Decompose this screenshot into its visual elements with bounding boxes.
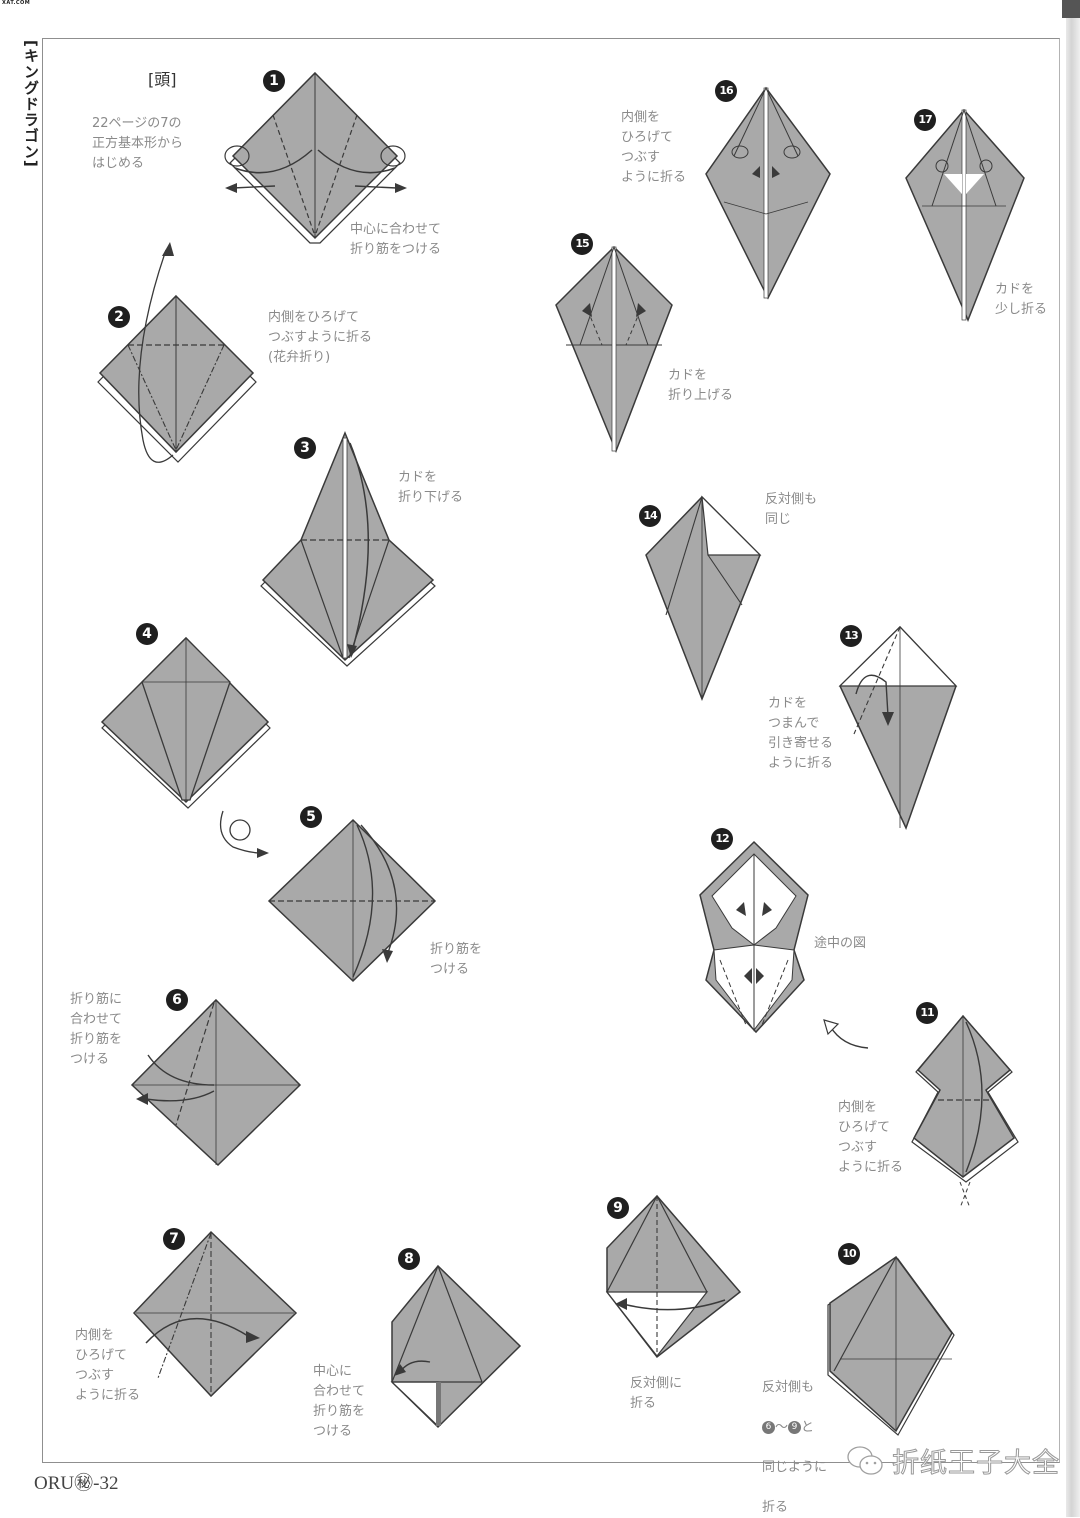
turn-over-icon bbox=[219, 810, 269, 858]
step-badge-14: 14 bbox=[639, 505, 661, 527]
step-9-note: 反対側に 折る bbox=[630, 1376, 683, 1411]
step-10-note-suffix: と bbox=[801, 1420, 815, 1435]
diagram-step-15 bbox=[555, 245, 673, 454]
diagram-step-17 bbox=[905, 108, 1025, 322]
step-10-note-line4: 折る bbox=[762, 1500, 789, 1515]
step-16-note: 内側を ひろげて つぶす ように折る bbox=[621, 110, 687, 185]
step-5-note: 折り筋を つける bbox=[430, 942, 483, 977]
step-ref-6: 6 bbox=[762, 1421, 775, 1434]
step-badge-9: 9 bbox=[607, 1197, 629, 1219]
diagram-step-9 bbox=[605, 1194, 742, 1359]
step-badge-3: 3 bbox=[294, 437, 316, 459]
step-badge-8: 8 bbox=[398, 1248, 420, 1270]
step-3-note: カドを 折り下げる bbox=[398, 470, 464, 505]
step-7-note: 内側を ひろげて つぶす ように折る bbox=[75, 1328, 141, 1403]
diagram-step-6 bbox=[130, 998, 302, 1167]
step-13-note: カドを つまんで 引き寄せる ように折る bbox=[768, 696, 834, 771]
wechat-icon bbox=[847, 1445, 883, 1475]
watermark-text: 折纸王子大全 bbox=[892, 1448, 1060, 1480]
step-17-note: カドを 少し折る bbox=[995, 282, 1048, 317]
step-badge-4: 4 bbox=[136, 623, 158, 645]
diagram-step-12 bbox=[699, 840, 809, 1034]
step-12-note: 途中の図 bbox=[814, 936, 867, 951]
step-badge-17: 17 bbox=[914, 109, 936, 131]
step-badge-1: 1 bbox=[263, 70, 285, 92]
step-badge-10: 10 bbox=[838, 1243, 860, 1265]
diagram-step-13 bbox=[838, 625, 958, 830]
diagram-step-16 bbox=[705, 86, 831, 300]
diagram-step-3 bbox=[260, 431, 436, 667]
step-badge-15: 15 bbox=[571, 233, 593, 255]
step-15-note: カドを 折り上げる bbox=[668, 368, 734, 403]
corner-mark: XAT.COM bbox=[2, 0, 31, 6]
vertical-title: [キングドラゴン] bbox=[22, 40, 40, 168]
section-title: [頭] bbox=[148, 70, 177, 89]
page-footer: ORU㊙-32 bbox=[34, 1473, 119, 1494]
diagram-step-14 bbox=[645, 495, 762, 702]
step-10-note-line3: 同じように bbox=[762, 1460, 828, 1475]
step-8-note: 中心に 合わせて 折り筋を つける bbox=[313, 1364, 366, 1439]
step-badge-2: 2 bbox=[108, 306, 130, 328]
diagram-step-8 bbox=[390, 1264, 522, 1429]
diagram-step-5 bbox=[267, 818, 437, 983]
step-14-note: 反対側も 同じ bbox=[765, 492, 818, 527]
step-badge-7: 7 bbox=[163, 1228, 185, 1250]
step-badge-6: 6 bbox=[166, 989, 188, 1011]
diagram-step-7 bbox=[132, 1230, 298, 1398]
diagram-step-1 bbox=[224, 71, 407, 244]
diagram-step-11 bbox=[911, 1014, 1019, 1209]
step-ref-separator: 〜 bbox=[775, 1420, 789, 1435]
page-edge-corner bbox=[1062, 0, 1080, 18]
diagram-step-10 bbox=[827, 1255, 955, 1436]
page-edge-shadow bbox=[1066, 0, 1080, 1517]
diagram-step-2 bbox=[97, 242, 257, 463]
step-badge-16: 16 bbox=[715, 80, 737, 102]
step-6-note: 折り筋に 合わせて 折り筋を つける bbox=[70, 992, 123, 1067]
step-badge-11: 11 bbox=[916, 1002, 938, 1024]
step-2-note: 内側をひろげて つぶすように折る (花弁折り) bbox=[268, 310, 373, 365]
step-10-note-line1: 反対側も bbox=[762, 1380, 815, 1395]
step-badge-13: 13 bbox=[840, 625, 862, 647]
step-badge-12: 12 bbox=[711, 828, 733, 850]
step-badge-5: 5 bbox=[300, 806, 322, 828]
intro-note: 22ページの7の 正方基本形から はじめる bbox=[92, 116, 184, 171]
page-frame bbox=[42, 38, 1060, 1463]
watermark: 折纸王子大全 bbox=[846, 1441, 1060, 1480]
step-11-note: 内側を ひろげて つぶす ように折る bbox=[838, 1100, 904, 1175]
step-1-note: 中心に合わせて 折り筋をつける bbox=[350, 222, 442, 257]
progress-arrow-icon bbox=[823, 1019, 869, 1049]
diagram-step-4 bbox=[100, 636, 271, 809]
step-ref-9: 9 bbox=[788, 1421, 802, 1434]
